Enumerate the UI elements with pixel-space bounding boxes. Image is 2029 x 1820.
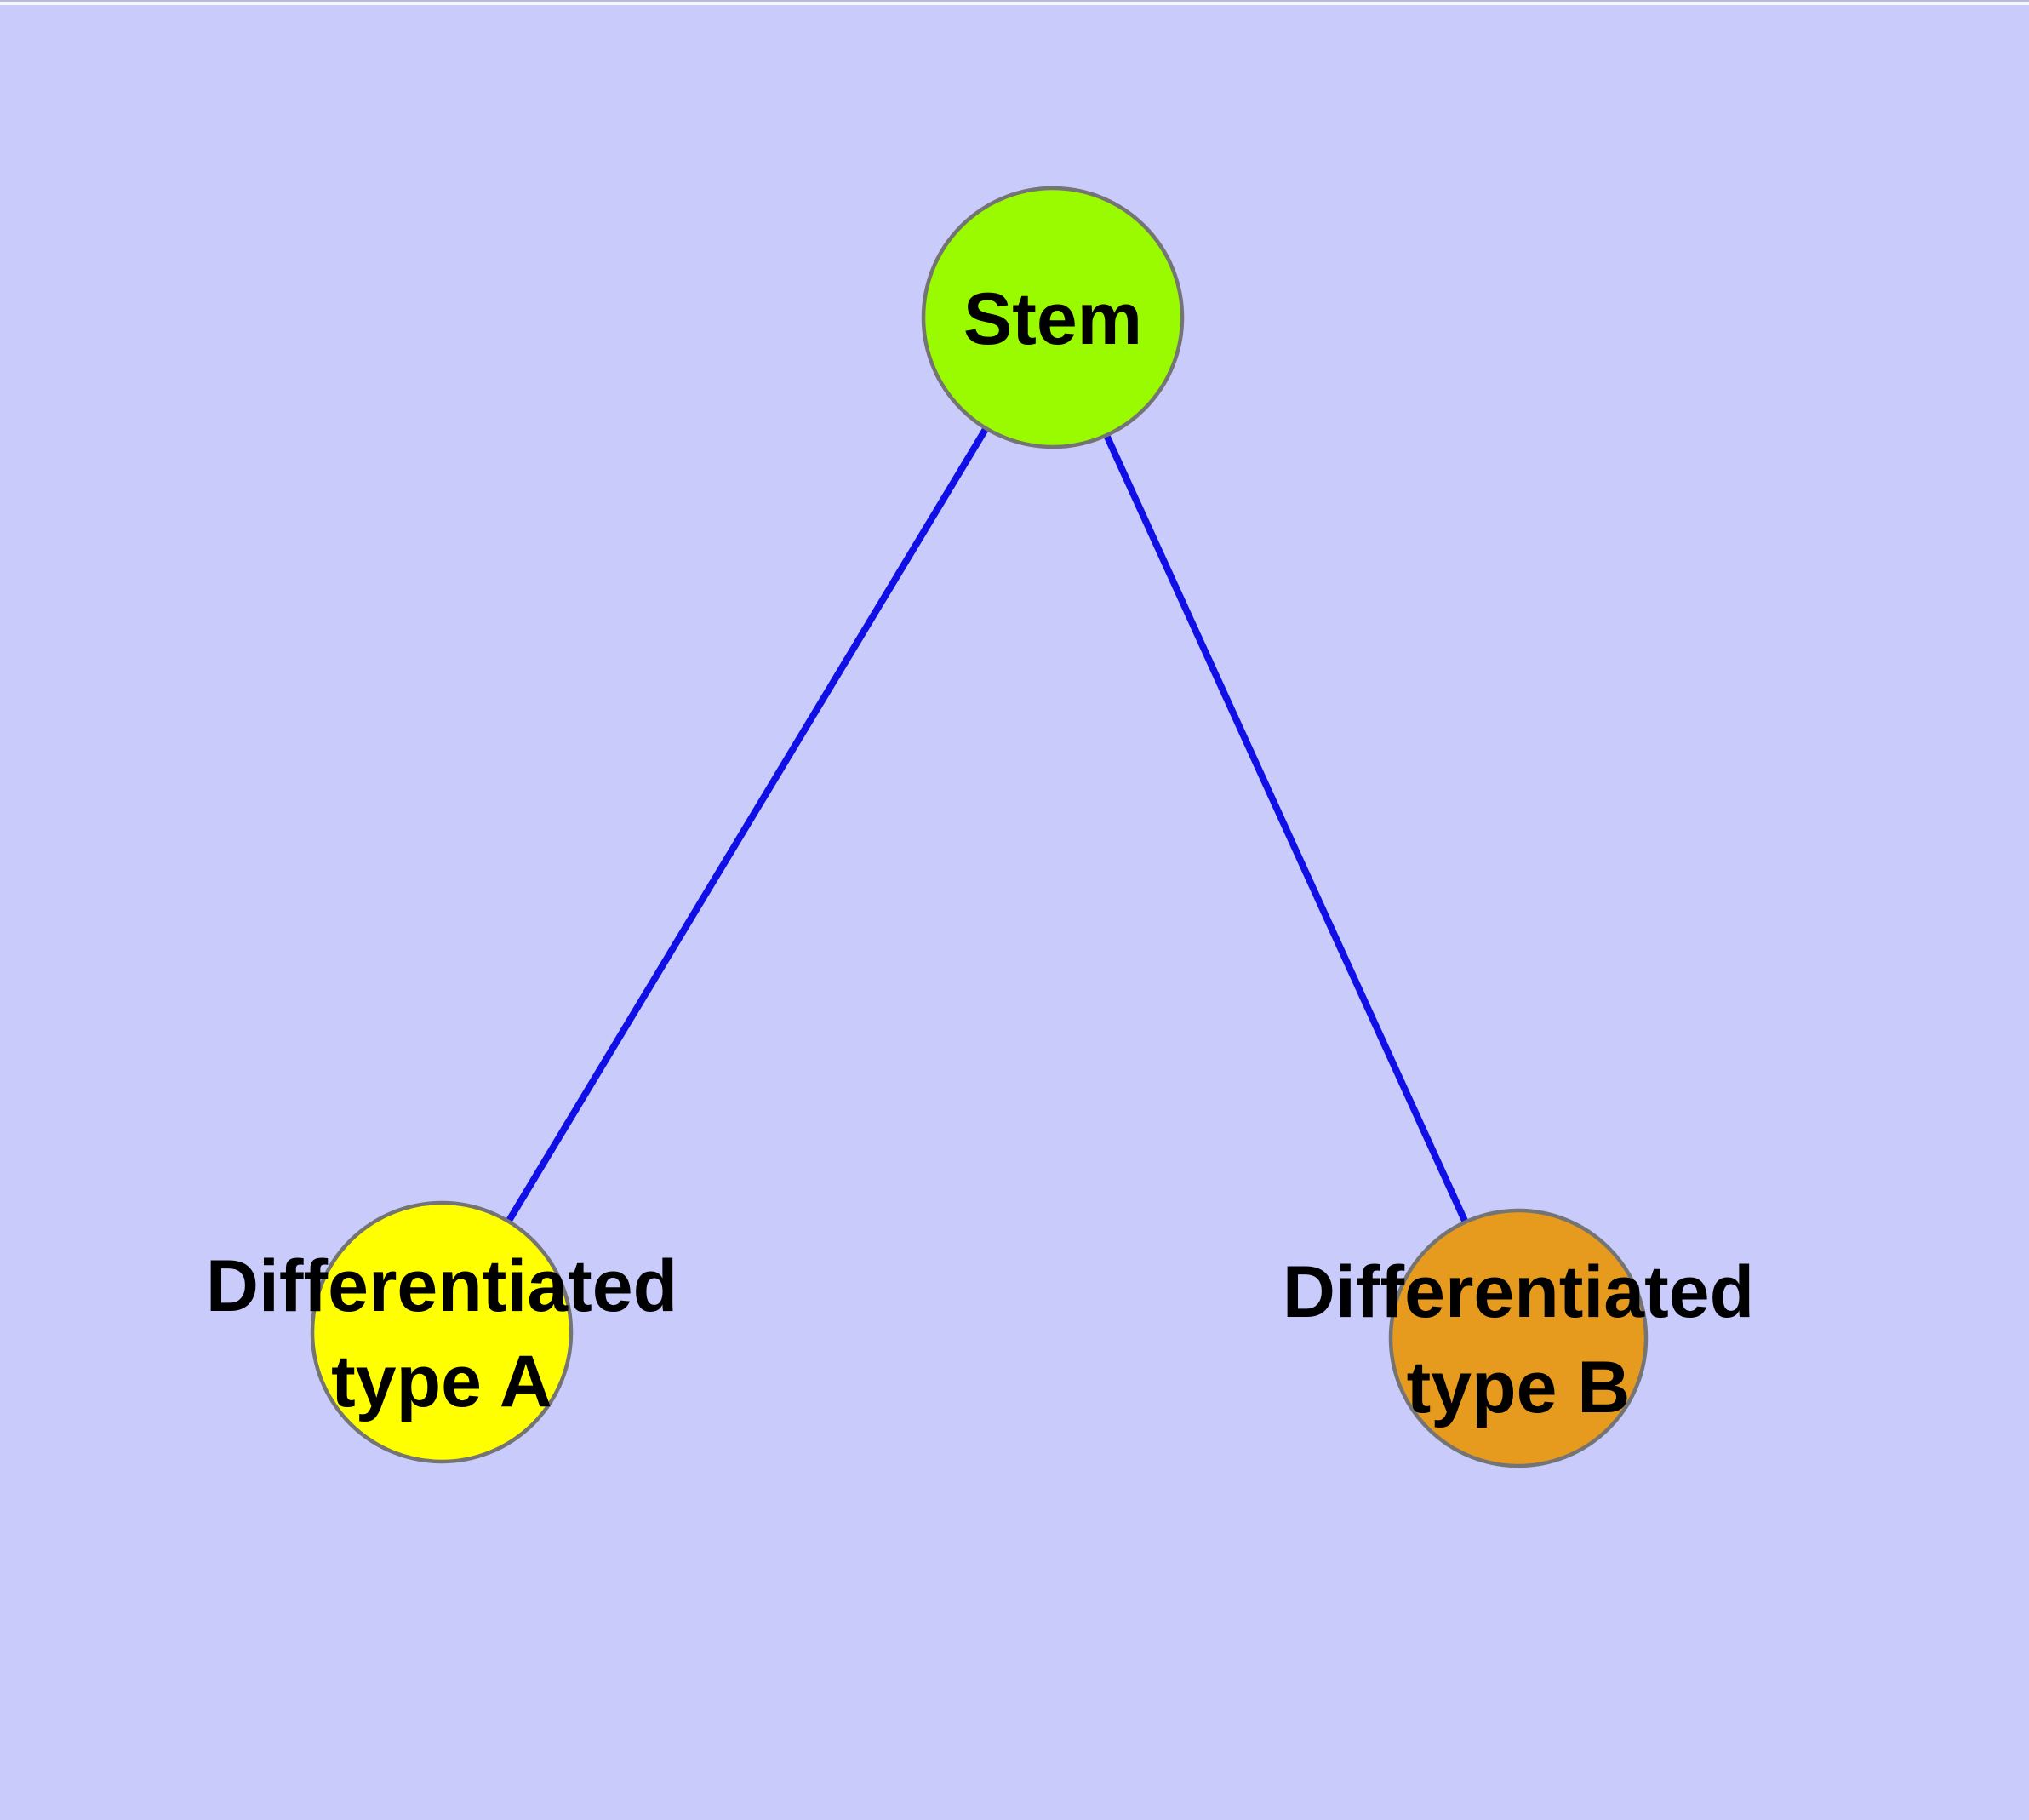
- node-stem: [921, 186, 1185, 449]
- node-type-a-label-line2: type A: [331, 1341, 552, 1422]
- node-type-a-label-line1: Differentiated: [206, 1245, 677, 1327]
- edge-stem-to-type-b: [1049, 316, 1522, 1340]
- edge-stem-to-type-a: [438, 315, 1056, 1335]
- top-border: [0, 0, 2029, 2]
- node-differentiated-type-a: [310, 1200, 574, 1464]
- node-stem-label: Stem: [963, 278, 1142, 360]
- node-type-b-label-line2: type B: [1407, 1347, 1631, 1428]
- node-type-b-label-line1: Differentiated: [1283, 1251, 1754, 1333]
- top-strip: [0, 2, 2029, 5]
- node-differentiated-type-b: [1388, 1208, 1649, 1468]
